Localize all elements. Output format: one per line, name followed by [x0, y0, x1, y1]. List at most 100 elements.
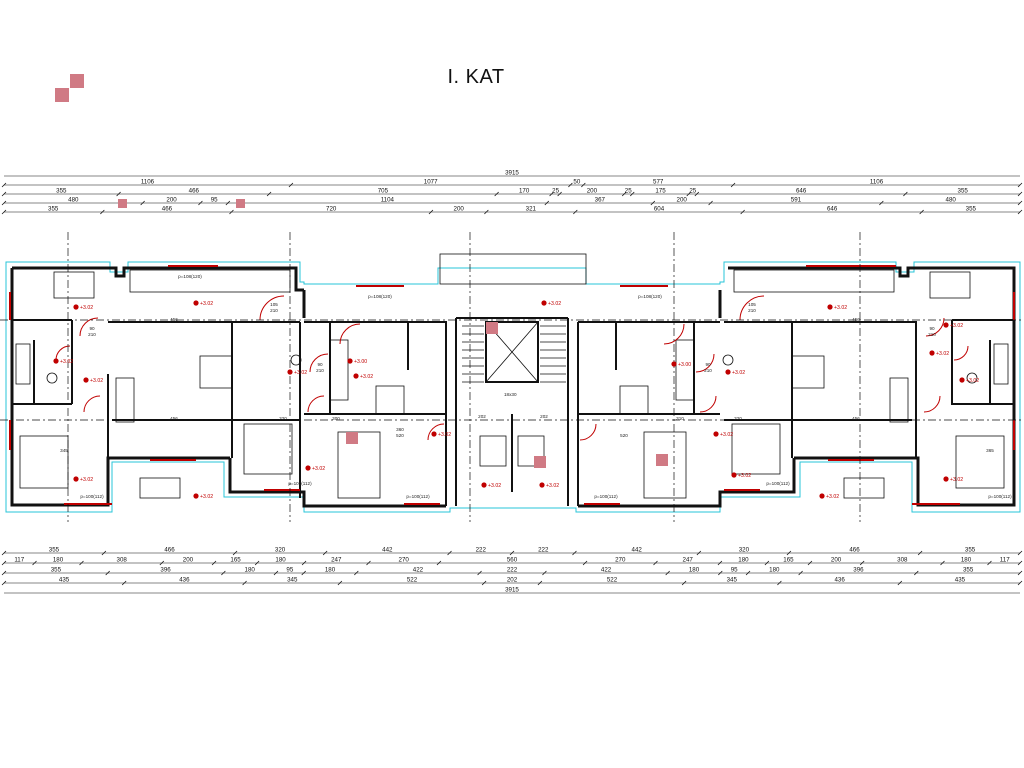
- dimension-value: 180: [325, 567, 336, 574]
- dimension-tick: [1, 191, 7, 197]
- dimension-value: 222: [538, 547, 549, 554]
- room-dimension: 520: [620, 433, 628, 438]
- level-value: +3.02: [60, 359, 73, 365]
- stair-label: 18x30: [504, 392, 517, 397]
- room-dimension: 202: [478, 414, 486, 419]
- dimension-value: 170: [519, 188, 530, 195]
- dimension-value: 202: [507, 577, 518, 584]
- level-value: +3.02: [738, 473, 751, 479]
- dimension-tick: [573, 209, 578, 215]
- room-dimension: 300: [332, 416, 340, 421]
- level-value: +3.02: [80, 477, 93, 483]
- door-size: 90: [705, 362, 711, 367]
- window-size: p=100(112): [594, 494, 618, 499]
- dimension-tick: [568, 182, 573, 188]
- dimension-tick: [221, 570, 226, 576]
- dimension-tick: [557, 191, 562, 197]
- level-marker-dot: [83, 377, 89, 383]
- dimension-tick: [730, 182, 736, 188]
- dimension-tick: [549, 191, 554, 197]
- dimension-value: 466: [162, 206, 173, 213]
- dimension-total: 3915: [505, 587, 519, 594]
- dimension-tick: [354, 570, 359, 576]
- dimension-tick: [1017, 209, 1023, 215]
- dimension-tick: [917, 550, 923, 556]
- dimension-tick: [1, 580, 7, 586]
- level-marker-dot: [353, 373, 359, 379]
- dimension-value: 165: [783, 557, 794, 564]
- door-size: 105: [270, 302, 278, 307]
- dimension-value: 435: [955, 577, 966, 584]
- dimension-value: 367: [595, 197, 606, 204]
- dimension-value: 1106: [870, 179, 884, 186]
- room-dimension: 365: [986, 448, 994, 453]
- dimension-tick: [859, 560, 865, 566]
- room-dimension: 320: [279, 416, 287, 421]
- dimension-value: 442: [632, 547, 643, 554]
- dimension-value: 200: [166, 197, 177, 204]
- dimension-tick: [572, 550, 577, 556]
- dimension-value: 1104: [381, 197, 395, 204]
- level-marker-dot: [827, 304, 833, 310]
- dimension-value: 345: [727, 577, 738, 584]
- dimension-tick: [121, 580, 127, 586]
- dimension-value: 117: [1000, 557, 1010, 564]
- level-marker-dot: [725, 369, 731, 375]
- dimension-tick: [225, 200, 231, 206]
- dimension-value: 321: [526, 206, 537, 213]
- dimension-tick: [428, 209, 434, 215]
- dimension-value: 355: [49, 547, 60, 554]
- dimension-tick: [1017, 182, 1023, 188]
- dimension-value: 422: [413, 567, 424, 574]
- dimension-tick: [745, 570, 751, 576]
- door-size: 90: [89, 326, 95, 331]
- dimension-value: 466: [189, 188, 200, 195]
- dimension-tick: [101, 550, 107, 556]
- dimension-value: 1077: [424, 179, 438, 186]
- window-size: p=100(112): [988, 494, 1012, 499]
- dimension-value: 320: [739, 547, 750, 554]
- dimension-tick: [786, 550, 792, 556]
- level-value: +3.02: [488, 483, 501, 489]
- dimension-tick: [254, 560, 260, 566]
- dimension-tick: [914, 570, 919, 576]
- dimension-tick: [1017, 200, 1023, 206]
- window-size: p=100(112): [766, 481, 790, 486]
- dimension-value: 222: [507, 567, 518, 574]
- dimension-value: 308: [897, 557, 908, 564]
- dimension-value: 435: [59, 577, 70, 584]
- furniture-and-fixtures: [15, 253, 1009, 499]
- level-value: +3.00: [354, 359, 367, 365]
- dimension-value: 355: [56, 188, 67, 195]
- dimension-value: 396: [160, 567, 171, 574]
- door-size: 210: [704, 368, 712, 373]
- door-swings: [55, 295, 969, 441]
- level-marker-dot: [347, 358, 353, 364]
- dimension-value: 466: [164, 547, 175, 554]
- level-marker-dot: [481, 482, 487, 488]
- dimension-tick: [629, 191, 635, 197]
- door-size: 210: [316, 368, 324, 373]
- dimension-tick: [903, 191, 908, 197]
- window-size: p=100(112): [80, 494, 104, 499]
- dimension-tick: [436, 560, 442, 566]
- door-size: 210: [270, 308, 278, 313]
- plan-title: I. KAT: [447, 66, 505, 88]
- dimension-tick: [987, 560, 992, 566]
- level-value: +3.02: [312, 466, 325, 472]
- dimension-tick: [481, 580, 487, 586]
- level-marker-dot: [929, 350, 935, 356]
- dimension-value: 480: [946, 197, 957, 204]
- level-marker-dot: [943, 476, 949, 482]
- dimension-value: 270: [615, 557, 626, 564]
- dimension-value: 200: [831, 557, 842, 564]
- level-marker-dot: [541, 300, 547, 306]
- dimension-value: 355: [51, 567, 62, 574]
- dimension-tick: [650, 200, 656, 206]
- dimension-tick: [1017, 580, 1023, 586]
- dimension-tick: [159, 560, 165, 566]
- dimension-tick: [273, 570, 279, 576]
- section-lines: [0, 232, 1024, 522]
